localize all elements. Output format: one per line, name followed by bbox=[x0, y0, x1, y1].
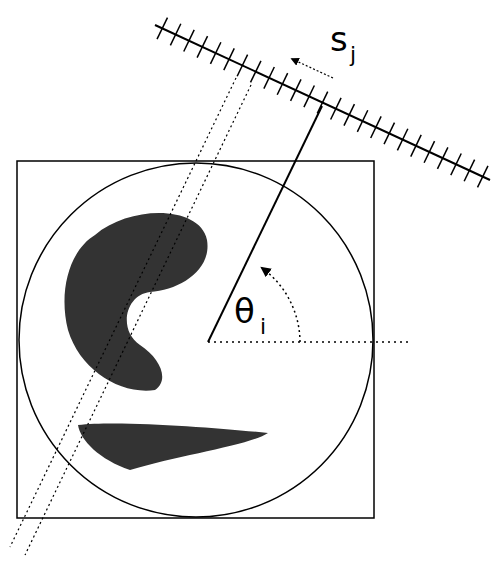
detector-cell bbox=[210, 42, 220, 64]
object-blob bbox=[78, 423, 268, 470]
detector-cell bbox=[184, 30, 194, 52]
ray-bin bbox=[25, 85, 251, 555]
detector-cell bbox=[277, 73, 287, 95]
object-blob bbox=[64, 213, 207, 391]
image-square bbox=[17, 161, 374, 518]
detector-cell bbox=[237, 55, 247, 77]
detector-cell bbox=[170, 24, 180, 46]
detector-cell bbox=[304, 86, 314, 108]
detector-cell bbox=[397, 129, 407, 151]
detector-cell bbox=[317, 92, 327, 114]
ray-bin bbox=[10, 78, 236, 547]
offset-arrow bbox=[292, 59, 333, 78]
detector-cell bbox=[251, 61, 261, 83]
detector bbox=[155, 25, 490, 180]
subscript: i bbox=[260, 316, 266, 338]
detector-cell bbox=[411, 135, 421, 157]
subscript: j bbox=[350, 44, 356, 66]
detector-cell bbox=[157, 18, 167, 40]
detector-cell bbox=[371, 116, 381, 138]
detector-cell bbox=[264, 67, 274, 89]
angle-symbol: θ bbox=[234, 294, 255, 328]
angle-arc bbox=[262, 268, 300, 342]
reconstruction-circle bbox=[19, 163, 373, 517]
axis-symbol: s bbox=[330, 22, 348, 56]
detector-cell bbox=[451, 153, 461, 175]
detector-cell bbox=[384, 123, 394, 145]
detector-cell bbox=[478, 166, 488, 188]
detector-cell bbox=[464, 160, 474, 182]
central-ray bbox=[208, 106, 322, 342]
detector-cell bbox=[437, 147, 447, 169]
reference-axis bbox=[208, 341, 410, 343]
detector-cell bbox=[197, 36, 207, 58]
detector-cell bbox=[291, 79, 301, 101]
detector-cell bbox=[224, 48, 234, 70]
detector-cell bbox=[357, 110, 367, 132]
detector-cell bbox=[424, 141, 434, 163]
detector-cells bbox=[157, 18, 488, 188]
detector-cell bbox=[344, 104, 354, 126]
detector-cell bbox=[331, 98, 341, 120]
